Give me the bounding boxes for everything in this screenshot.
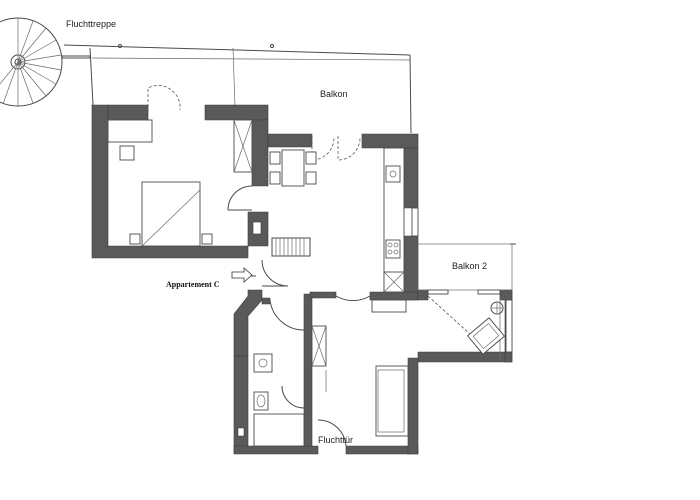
bathroom-fixtures xyxy=(253,325,327,447)
kitchen-furniture xyxy=(269,147,407,313)
label-appartement: Appartement C xyxy=(166,280,220,289)
entrance-arrow-icon xyxy=(231,267,253,283)
label-fluchttuer: Fluchttür xyxy=(318,435,353,445)
armchair xyxy=(466,301,506,355)
balcony-outline xyxy=(63,44,412,134)
label-balkon: Balkon xyxy=(320,89,348,99)
bedroom-furniture xyxy=(107,119,253,247)
label-fluchttreppe: Fluchttreppe xyxy=(66,19,116,29)
sofa xyxy=(375,365,409,437)
spiral-staircase xyxy=(0,17,91,107)
label-balkon2: Balkon 2 xyxy=(452,261,487,271)
doors xyxy=(147,85,501,447)
windows xyxy=(411,207,516,353)
hall-stair xyxy=(271,237,311,257)
